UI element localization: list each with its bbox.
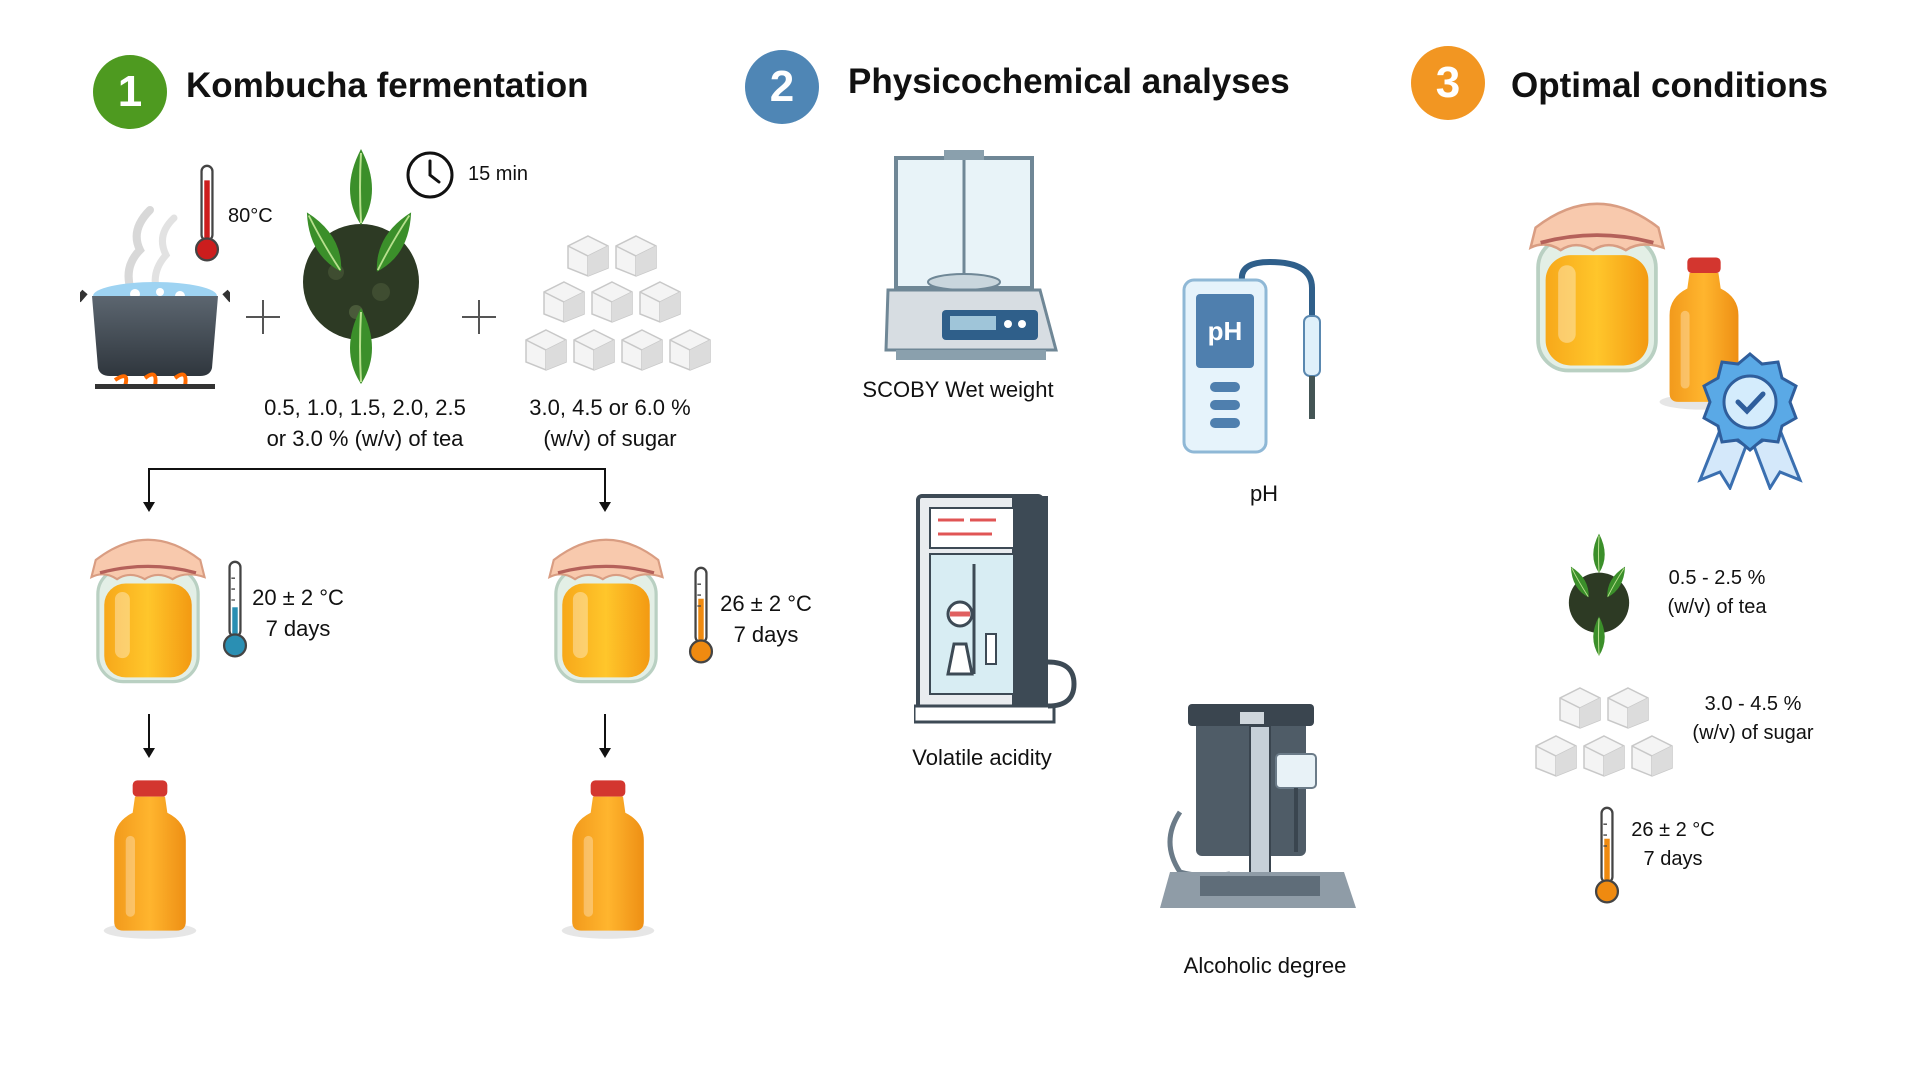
analytical-balance-icon: [884, 150, 1060, 370]
ph-label: pH: [1249, 481, 1279, 506]
volatile-acidity-label: Volatile acidity: [912, 745, 1052, 770]
plus-sign: [462, 300, 496, 334]
optimal-sugar: 3.0 - 4.5 % (w/v) of sugar: [1692, 693, 1814, 744]
branch-connector: [148, 468, 606, 470]
arrow-down-b: [604, 714, 606, 754]
step-3-title: Optimal conditions: [1511, 66, 1828, 105]
tea-leaves-icon: [296, 142, 426, 392]
bottle-icon: [556, 778, 660, 940]
branch-b-conditions: 26 ± 2 °C 7 days: [720, 591, 812, 647]
step-3-badge: 3: [1411, 46, 1485, 120]
branch-a-conditions: 20 ± 2 °C 7 days: [252, 585, 344, 641]
branch-connector-left: [148, 468, 150, 506]
infusion-time: 15 min: [468, 163, 529, 185]
arrow-down-icon: [143, 502, 155, 512]
step-2-badge: 2: [745, 50, 819, 124]
tea-concentrations: 0.5, 1.0, 1.5, 2.0, 2.5 or 3.0 % (w/v) o…: [264, 395, 466, 451]
arrow-down-icon: [599, 748, 611, 758]
clock-icon: [405, 150, 455, 200]
scoby-label: SCOBY Wet weight: [862, 377, 1054, 402]
thermometer-icon: [686, 566, 716, 666]
sugar-concentrations: 3.0, 4.5 or 6.0 % (w/v) of sugar: [529, 395, 691, 451]
sugar-cubes-icon: [1534, 684, 1674, 780]
step-1-badge: 1: [93, 55, 167, 129]
thermometer-icon: [192, 164, 222, 264]
distillation-apparatus-icon: [1160, 702, 1360, 922]
ph-meter-icon: pH: [1180, 258, 1340, 458]
arrow-down-icon: [599, 502, 611, 512]
award-badge-icon: [1690, 350, 1810, 490]
jar-icon: [1524, 190, 1670, 378]
arrow-down-a: [148, 714, 150, 754]
step-1-title: Kombucha fermentation: [186, 66, 589, 105]
sugar-cubes-icon: [524, 230, 714, 380]
tea-leaves-icon: [1564, 530, 1634, 660]
boil-temperature: 80°C: [228, 205, 273, 227]
bottle-icon: [98, 778, 202, 940]
thermometer-icon: [220, 560, 250, 660]
boiling-pot-icon: [80, 200, 230, 390]
optimal-temperature: 26 ± 2 °C 7 days: [1631, 819, 1715, 870]
branch-connector-right: [604, 468, 606, 506]
step-2-title: Physicochemical analyses: [848, 62, 1290, 101]
jar-icon: [546, 528, 666, 688]
titrator-icon: [914, 494, 1084, 734]
plus-sign: [246, 300, 280, 334]
optimal-tea: 0.5 - 2.5 % (w/v) of tea: [1667, 567, 1767, 618]
ph-screen-label: pH: [1208, 316, 1243, 346]
jar-icon: [88, 528, 208, 688]
arrow-down-icon: [143, 748, 155, 758]
alcoholic-degree-label: Alcoholic degree: [1183, 953, 1347, 978]
